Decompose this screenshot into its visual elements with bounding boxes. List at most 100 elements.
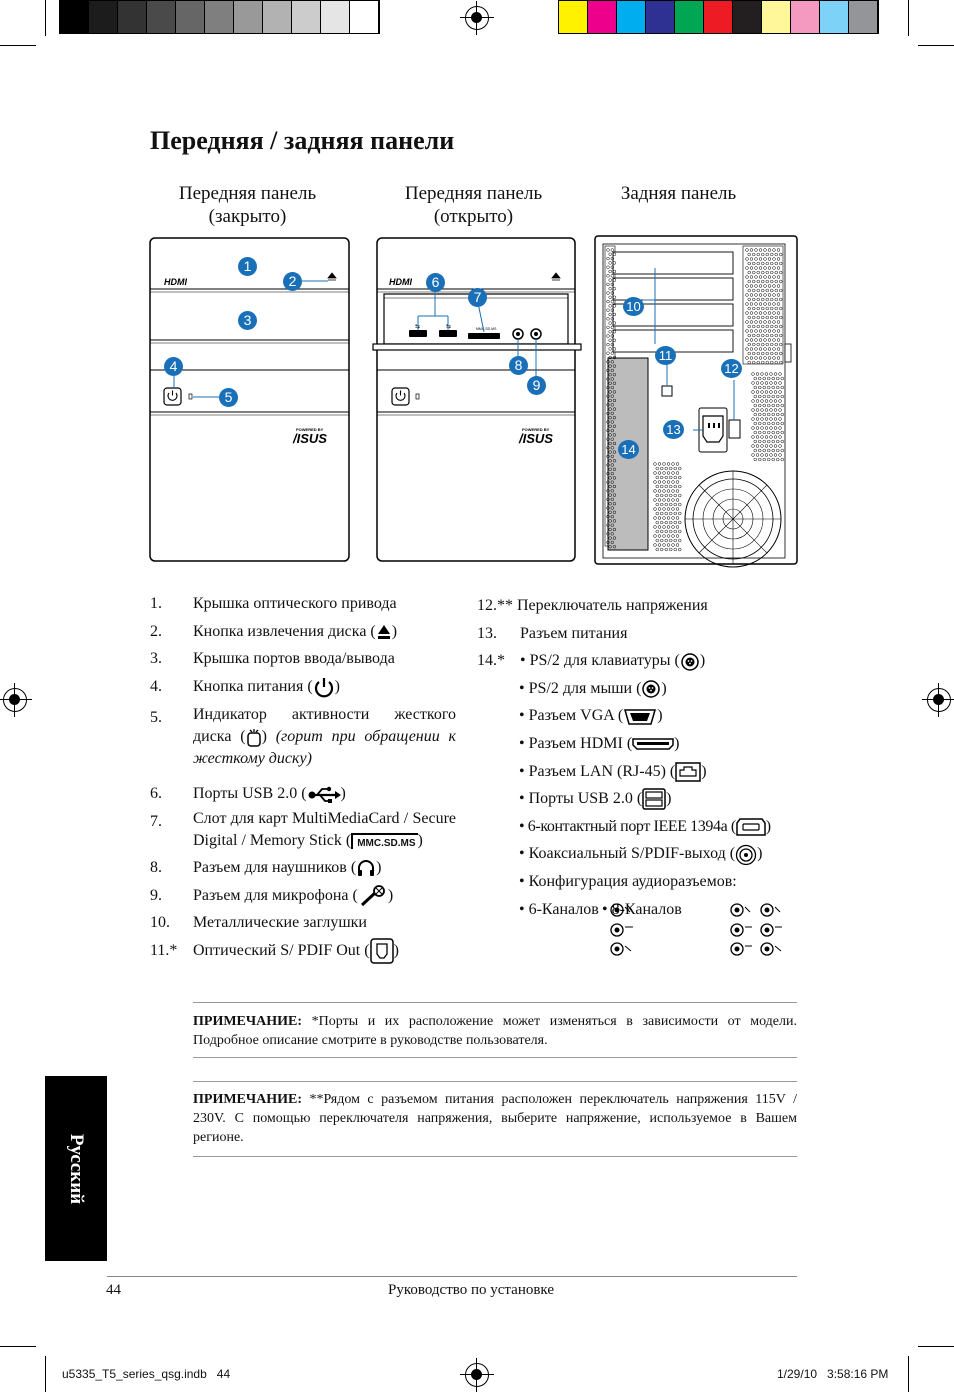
usb-port <box>439 330 457 337</box>
microphone-icon <box>358 884 388 907</box>
item-text: • PS/2 для клавиатуры ( <box>520 652 680 670</box>
list-item: 7. Слот для карт MultiMediaCard / Secure… <box>150 808 456 852</box>
caption-line: Передняя панель <box>404 183 543 204</box>
page-number: 44 <box>106 1282 121 1298</box>
item-text-close: ) <box>393 941 399 959</box>
item-text-close: ) <box>666 790 672 808</box>
note-2: ПРИМЕЧАНИЕ: **Рядом с разъемом питания р… <box>193 1090 797 1147</box>
color-swatch <box>704 1 733 33</box>
color-swatch <box>675 1 704 33</box>
color-swatch <box>118 1 147 33</box>
item-number: 12.** <box>477 597 513 614</box>
item-text-close: ) <box>699 652 706 670</box>
color-swatch <box>176 1 205 33</box>
item-text: Индикатор активности жесткого диска ( <box>193 706 456 746</box>
color-swatch <box>617 1 646 33</box>
list-item: 9. Разъем для микрофона () <box>150 882 456 910</box>
callout-3: 3 <box>238 311 257 330</box>
usb-port-icon <box>642 788 666 811</box>
footer-guide-title: Руководство по установке <box>388 1282 555 1298</box>
usb-icon <box>307 785 341 805</box>
list-item: 14.* • PS/2 для клавиатуры () <box>477 647 807 675</box>
asus-logo: /ISUS <box>292 431 327 446</box>
item-text-close: ) <box>757 845 763 863</box>
item-text: Разъем для наушников ( <box>193 858 357 876</box>
list-item: • Коаксиальный S/PDIF-выход () <box>477 840 807 868</box>
note-text: *Порты и их расположение может изменятьс… <box>193 1014 797 1048</box>
list-item: 2. Кнопка извлечения диска () <box>150 618 456 646</box>
caption-front-open: Передняя панель (открыто) <box>376 182 571 228</box>
callout-5: 5 <box>219 388 238 407</box>
item-text: Оптический S/ PDIF Out ( <box>193 941 370 959</box>
caption-front-closed: Передняя панель (закрыто) <box>150 182 345 228</box>
power-icon <box>395 390 406 401</box>
ps2-mouse-icon <box>641 679 661 699</box>
svg-text:⇆: ⇆ <box>446 323 451 330</box>
color-swatch <box>321 1 350 33</box>
crop-mark <box>918 1346 954 1347</box>
color-swatch <box>147 1 176 33</box>
crop-mark <box>908 0 909 36</box>
divider <box>193 1156 797 1157</box>
color-swatch <box>263 1 292 33</box>
hdmi-label: HDMI <box>164 277 187 287</box>
process-color-bar <box>558 0 879 34</box>
front-panel-open-illustration: HDMI ⇆ ⇆ MMC.SD.MS POWERED BY /ISUS <box>372 237 582 562</box>
note-label: ПРИМЕЧАНИЕ: <box>193 1092 303 1107</box>
item-text-close: ) <box>765 817 771 835</box>
item-text: • PS/2 для мыши ( <box>519 679 642 697</box>
component-list-right: 12.** Переключатель напряжения 13. Разъе… <box>477 592 807 958</box>
callout-4: 4 <box>164 357 183 376</box>
asus-logo: /ISUS <box>518 431 553 446</box>
list-item: 5. Индикатор активности жесткого диска (… <box>150 704 456 770</box>
crop-mark <box>908 1356 909 1392</box>
list-item: 6. Порты USB 2.0 () <box>150 780 456 808</box>
color-swatch <box>588 1 617 33</box>
list-item: • Разъем HDMI () <box>477 730 807 758</box>
list-item: 1. Крышка оптического привода <box>150 590 456 618</box>
list-item: • Порты USB 2.0 () <box>477 785 807 813</box>
list-item: • Конфигурация аудиоразъемов: <box>477 868 807 896</box>
color-swatch <box>791 1 820 33</box>
list-item: • PS/2 для мыши () <box>477 675 807 703</box>
crop-mark <box>45 1356 46 1392</box>
item-number: 8. <box>150 858 162 876</box>
note-label: ПРИМЕЧАНИЕ: <box>193 1014 303 1029</box>
item-text-close: ) <box>661 679 667 697</box>
component-list-left: 1. Крышка оптического привода 2. Кнопка … <box>150 590 456 964</box>
item-text: Переключатель напряжения <box>517 597 708 614</box>
list-item: • Разъем LAN (RJ-45) () <box>477 758 807 786</box>
rear-panel-illustration <box>594 235 798 568</box>
color-swatch <box>60 1 89 33</box>
item-text: Металлические заглушки <box>193 914 367 932</box>
item-text-close: ) <box>657 707 663 725</box>
divider <box>193 1002 797 1003</box>
eject-icon <box>551 272 561 281</box>
power-icon <box>167 390 178 401</box>
color-swatch <box>89 1 118 33</box>
registration-mark-icon <box>922 683 954 717</box>
item-text-close: ) <box>417 831 423 849</box>
caption-line: (закрыто) <box>208 206 287 227</box>
item-number: 14.* <box>477 652 505 670</box>
hdmi-label: HDMI <box>389 277 412 287</box>
item-text: Разъем для микрофона ( <box>193 886 358 904</box>
divider <box>193 1081 797 1082</box>
vent-holes <box>606 248 784 552</box>
item-text: • Порты USB 2.0 ( <box>519 790 643 808</box>
item-text-close: ) <box>674 734 680 752</box>
note-text: **Рядом с разъемом питания расположен пе… <box>193 1092 797 1145</box>
footer-divider <box>107 1276 797 1277</box>
front-panel-closed-illustration: HDMI POWERED BY /ISUS <box>149 237 350 562</box>
registration-mark-icon <box>0 683 32 717</box>
page-title: Передняя / задняя панели <box>150 126 455 155</box>
slug-date: 1/29/10 3:58:16 PM <box>777 1367 889 1381</box>
item-text: • Разъем HDMI ( <box>519 734 633 752</box>
grayscale-color-bar <box>59 0 380 34</box>
slug-filename: u5335_T5_series_qsg.indb 44 <box>62 1367 231 1381</box>
item-number: 5. <box>150 709 162 727</box>
leader-lines <box>173 280 328 398</box>
usb-port <box>409 330 427 337</box>
callout-8: 8 <box>509 356 528 375</box>
card-slot-label: MMC.SD.MS <box>476 327 497 331</box>
